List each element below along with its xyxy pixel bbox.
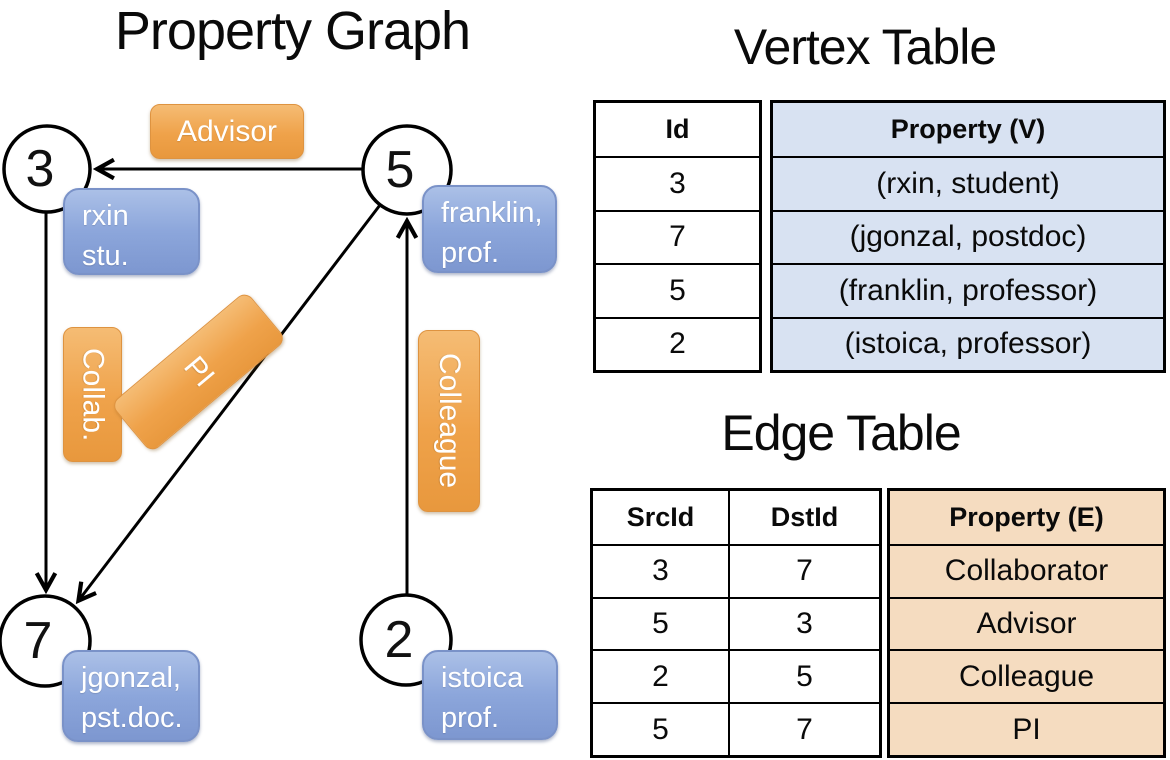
- edge-table-cell: 3: [593, 543, 728, 597]
- vertex-table-cell: (jgonzal, postdoc): [773, 209, 1163, 263]
- vertex-property-box-2: istoica prof.: [422, 650, 558, 740]
- vertex-table-header-id: Id: [665, 114, 690, 145]
- edge-label-advisor: Advisor: [150, 104, 304, 159]
- edge-pi-arrow: [79, 204, 382, 600]
- vertex-property-line: prof.: [441, 237, 500, 270]
- vertex-property-line: stu.: [82, 240, 129, 273]
- property-graph-title: Property Graph: [114, 1, 471, 61]
- edge-table-cell: Collaborator: [890, 543, 1163, 597]
- vertex-node-3-id: 3: [25, 140, 55, 198]
- vertex-table-cell: (rxin, student): [773, 156, 1163, 209]
- vertex-property-line: jgonzal,: [81, 662, 181, 694]
- edge-table-cell: 5: [728, 649, 879, 703]
- edge-label-pi-text: PI: [177, 350, 221, 394]
- edge-table-cell: PI: [890, 702, 1163, 755]
- vertex-property-line: franklin,: [441, 197, 543, 229]
- vertex-table-cell: 3: [596, 156, 759, 209]
- edge-table-cell: 7: [728, 702, 879, 755]
- vertex-node-2-id: 2: [384, 611, 414, 669]
- graph-canvas: [0, 124, 453, 688]
- edge-table-cell: 5: [593, 596, 728, 650]
- vertex-property-box-5: franklin, prof.: [422, 185, 557, 273]
- edge-label-colleague: Colleague: [418, 330, 480, 512]
- edge-table-property-column: Property (E) Collaborator Advisor Collea…: [887, 488, 1166, 758]
- edge-table-id-columns: SrcId DstId 3 7 5 3 2 5 5 7: [590, 488, 882, 758]
- edge-table-header-srcid: SrcId: [626, 501, 695, 532]
- vertex-property-line: pst.doc.: [81, 702, 183, 735]
- edge-table-header-dstid: DstId: [728, 491, 879, 544]
- vertex-table-id-column: Id 3 7 5 2: [593, 100, 762, 373]
- vertex-table-cell: 5: [596, 263, 759, 316]
- edge-table-cell: 3: [728, 596, 879, 650]
- edge-table-cell: Advisor: [890, 596, 1163, 650]
- vertex-property-line: istoica: [441, 662, 524, 694]
- vertex-table-property-column: Property (V) (rxin, student) (jgonzal, p…: [770, 100, 1166, 373]
- vertex-table-cell: (istoica, professor): [773, 316, 1163, 370]
- edge-table-cell: 2: [593, 649, 728, 702]
- vertex-table-header-property: Property (V): [890, 114, 1046, 145]
- vertex-table-cell: (franklin, professor): [773, 263, 1163, 316]
- vertex-property-box-3: rxin stu.: [63, 188, 200, 275]
- vertex-table-cell: 2: [596, 316, 759, 370]
- vertex-table-title: Vertex Table: [733, 19, 997, 75]
- vertex-node-5-id: 5: [385, 141, 415, 199]
- vertex-property-box-7: jgonzal, pst.doc.: [62, 650, 200, 742]
- vertex-property-line: prof.: [441, 702, 500, 735]
- edge-table-cell: Colleague: [890, 649, 1163, 702]
- edge-table-title: Edge Table: [721, 405, 961, 461]
- edge-table-cell: 7: [728, 543, 879, 597]
- vertex-node-7-id: 7: [23, 612, 53, 670]
- edge-label-collab: Collab.: [63, 327, 122, 462]
- edge-table-cell: 5: [593, 702, 728, 755]
- vertex-table-cell: 7: [596, 209, 759, 263]
- vertex-property-line: rxin: [82, 200, 129, 232]
- edge-table-header-property: Property (E): [949, 501, 1104, 532]
